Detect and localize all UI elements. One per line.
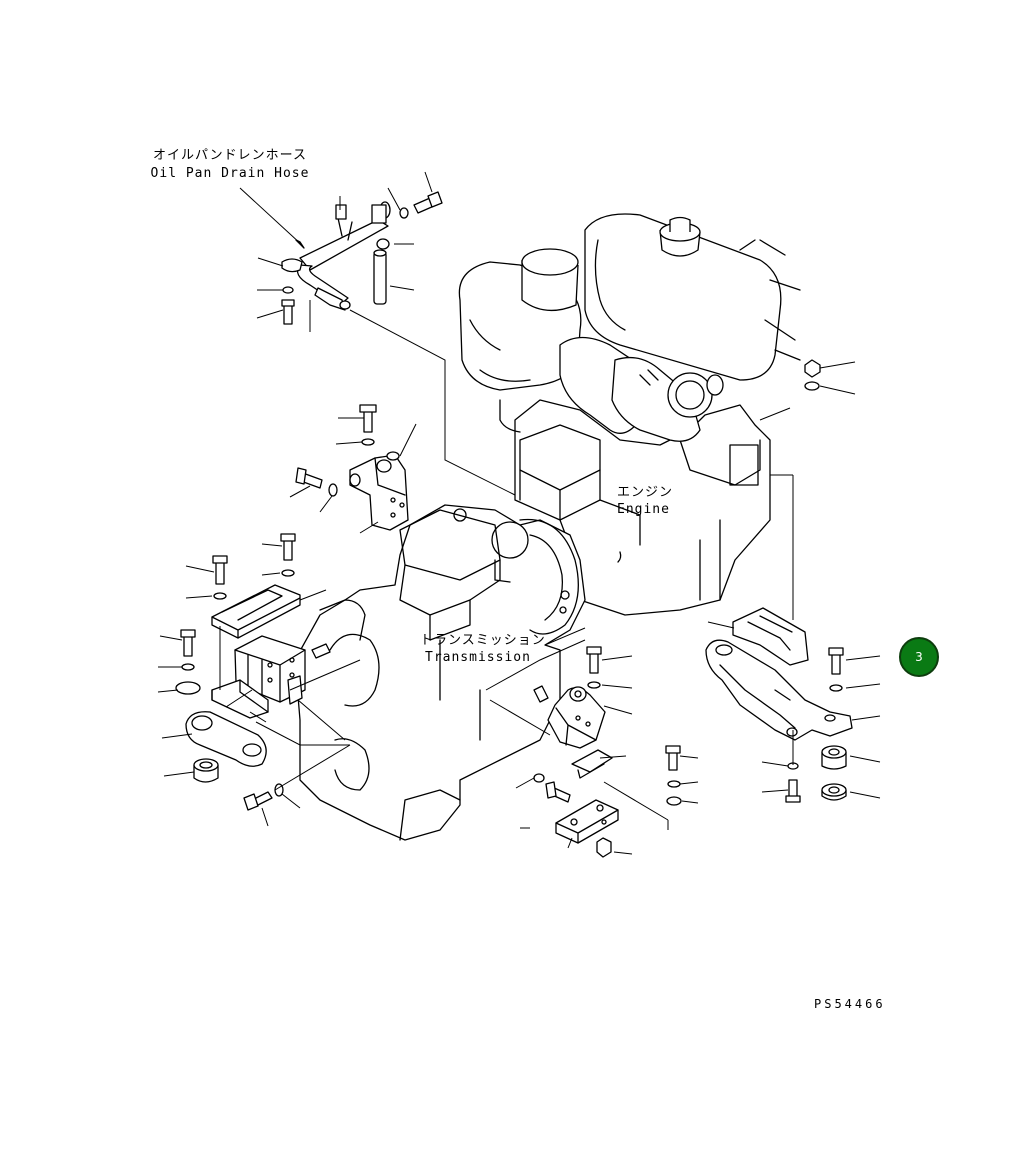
oil-pan-drain-hose-label-en: Oil Pan Drain Hose — [150, 166, 310, 181]
transmission-label-en: Transmission — [425, 650, 531, 665]
right-mount-parts — [705, 474, 881, 803]
drawing-code: PS54466 — [814, 997, 886, 1011]
front-bracket-parts — [289, 404, 417, 534]
left-mount-parts — [157, 533, 361, 827]
center-mount-parts — [485, 627, 699, 858]
transmission-label-jp: トランスミッション — [420, 633, 546, 648]
oil-pan-drain-hose-label-jp: オイルパンドレンホース — [152, 148, 307, 163]
engine-nut-washer — [759, 359, 856, 421]
transmission-illustration — [294, 504, 586, 841]
engine-label-en: Engine — [617, 502, 670, 517]
callout-badge-3[interactable]: 3 — [899, 637, 939, 677]
oil-pan-hose-parts — [239, 171, 516, 496]
engine-label-jp: エンジン — [617, 485, 674, 500]
